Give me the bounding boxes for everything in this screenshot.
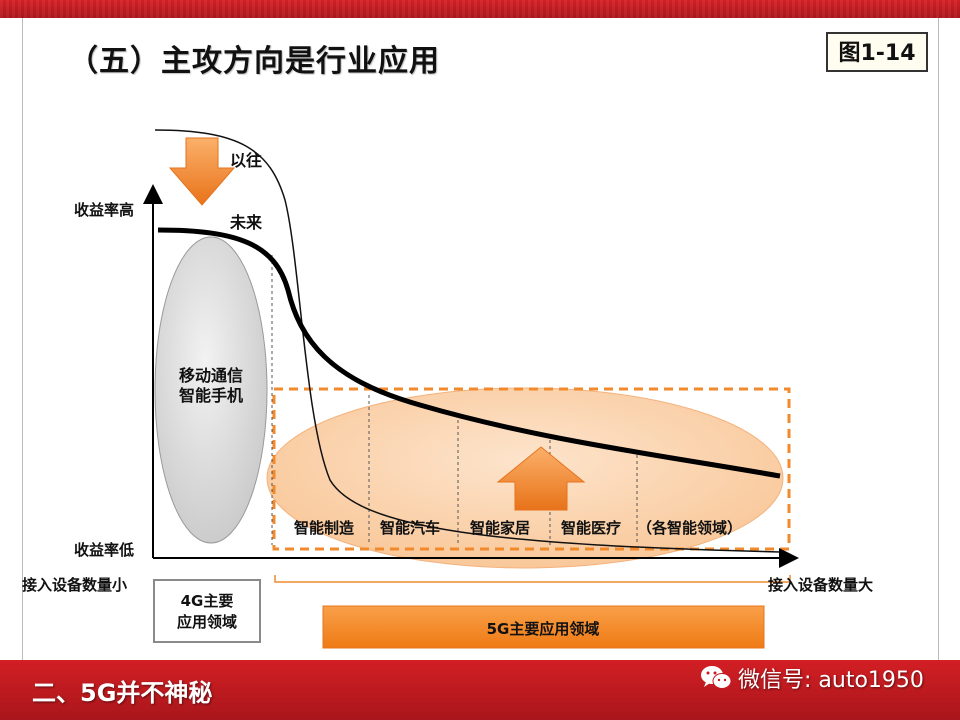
5g-bracket [274,575,791,583]
curve-future-label: 未来 [229,213,263,232]
4g-box-line2: 应用领域 [177,613,237,631]
sector-label: （各智能领域） [637,519,742,537]
sector-label: 智能医疗 [561,519,621,537]
right-rule [938,18,939,660]
left-rule [22,18,23,660]
x-axis-left-label: 接入设备数量小 [22,576,127,594]
slide-title: （五）主攻方向是行业应用 [68,44,440,79]
past-curve [154,129,781,553]
4g-box-line1: 4G主要 [181,592,234,610]
wechat-watermark: 微信号: auto1950 [700,662,924,694]
top-band [0,0,960,18]
y-axis-low-label: 收益率低 [74,541,134,559]
5g-bar-label: 5G主要应用领域 [487,620,600,638]
down-arrow-icon [168,137,236,206]
wechat-icon [701,666,732,689]
sector-label: 智能制造 [294,519,354,537]
revenue-curve-diagram: 收益率高 收益率低 接入设备数量小 接入设备数量大 以往 未来 移动通信 智能手… [22,129,873,649]
x-axis-right-label: 接入设备数量大 [768,576,873,594]
up-arrow-icon [496,446,586,511]
4g-area-ellipse [154,236,268,544]
figure-label: 图1-14 [826,32,928,72]
5g-bar [322,605,765,649]
y-axis-high-label: 收益率高 [74,201,134,219]
footer-section-title: 二、5G并不神秘 [32,679,213,707]
4g-box [153,579,261,643]
bottom-band [0,660,960,720]
sector-label: 智能汽车 [380,519,440,537]
5g-dashed-region [272,387,791,551]
sector-label: 智能家居 [470,519,530,537]
watermark-text: 微信号: auto1950 [738,668,924,693]
ellipse-4g-line2: 智能手机 [179,386,243,405]
ellipse-4g-line1: 移动通信 [179,366,243,385]
future-curve [157,227,781,479]
curve-past-label: 以往 [230,151,262,170]
